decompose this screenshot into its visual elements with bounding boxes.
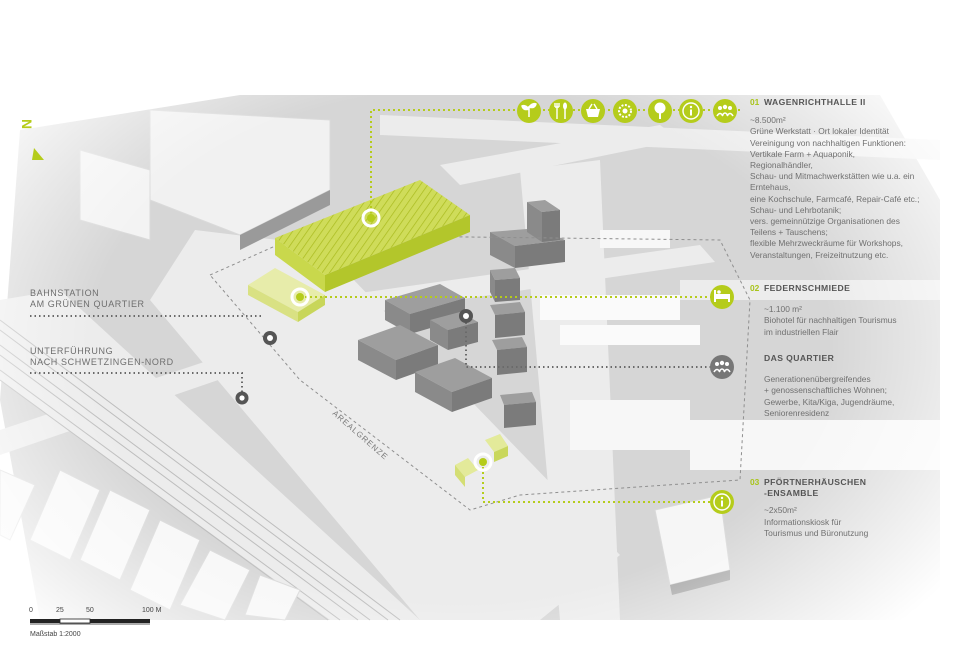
scale-bar [30, 618, 150, 625]
section-wagenrichthalle: 01 WAGENRICHTHALLE II ~8.500m² Grüne Wer… [750, 97, 920, 260]
north-arrow: N [19, 119, 44, 160]
section-quartier: DAS QUARTIER Generationenübergreifendes … [764, 353, 895, 418]
grey-dotted-lines [30, 315, 722, 398]
sprout-icon [517, 99, 541, 123]
cutlery-icon [549, 99, 573, 123]
unterfuehrung-label: UNTERFÜHRUNG NACH SCHWETZINGEN-NORD [30, 346, 174, 367]
bahnstation-label: BAHNSTATION AM GRÜNEN QUARTIER [30, 288, 145, 309]
section-federnschmiede: 02 FEDERNSCHMIEDE ~1.100 m² Biohotel für… [750, 283, 897, 337]
icon-row [517, 99, 737, 123]
marker-wagenrichthalle [361, 208, 381, 228]
scale-tick-100: 100 M [142, 607, 162, 614]
tree-icon [648, 99, 672, 123]
marker-unterfuehrung [235, 391, 249, 405]
basket-icon [581, 99, 605, 123]
section-pfoertner: 03 PFÖRTNERHÄUSCHEN -ENSAMBLE ~2x50m² In… [750, 477, 869, 538]
marker-pfoertner [473, 452, 493, 472]
north-label: N [19, 119, 35, 129]
marker-quartier [459, 309, 473, 323]
kiosk-info-icon [710, 490, 734, 514]
scale-tick-25: 25 [56, 607, 64, 614]
bed-icon [710, 285, 734, 309]
info-icon [679, 99, 703, 123]
scale-caption: Maßstab 1:2000 [30, 631, 81, 638]
marker-federnschmiede [290, 287, 310, 307]
marker-bahnstation [263, 331, 277, 345]
scale-tick-50: 50 [86, 607, 94, 614]
people-icon [713, 99, 737, 123]
quartier-people-icon [710, 355, 734, 379]
scale-tick-0: 0 [29, 607, 33, 614]
gear-leaf-icon [613, 99, 637, 123]
